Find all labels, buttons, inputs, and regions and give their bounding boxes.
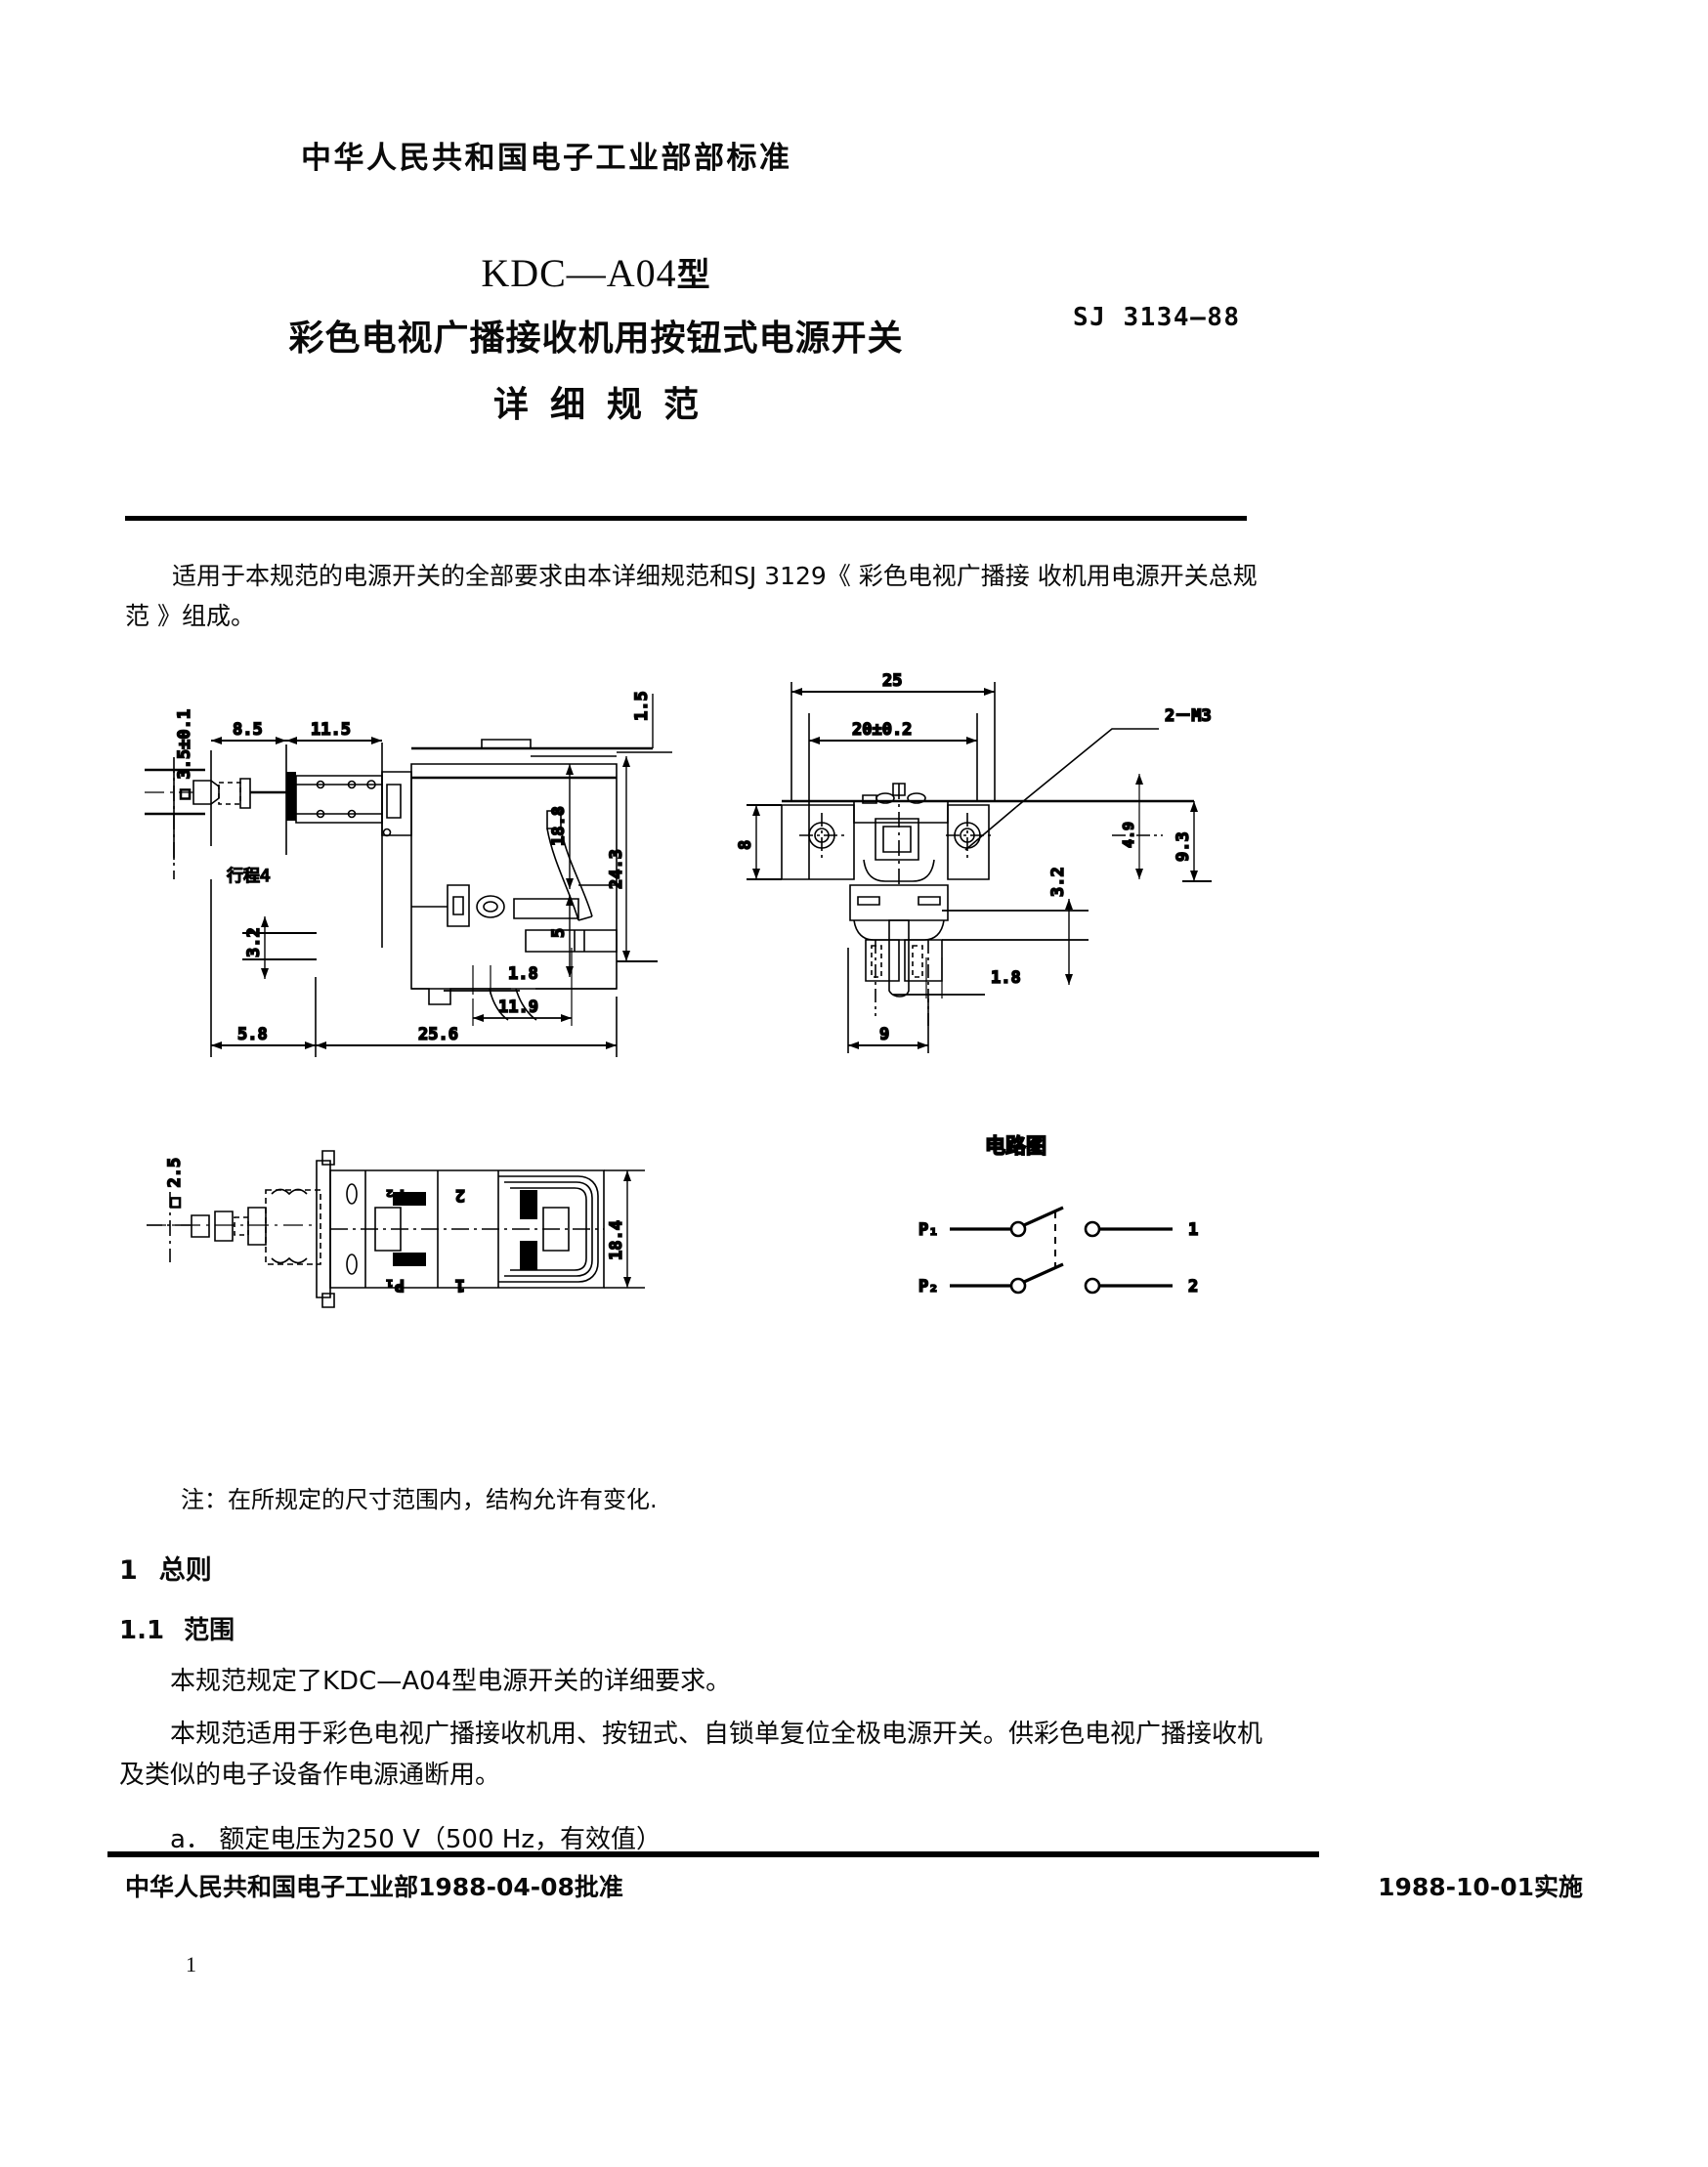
- dim-1-8-fig1: 1.8: [508, 964, 538, 984]
- document-title-main: 彩色电视广播接收机用按钮式电源开关: [288, 319, 904, 359]
- title-block: KDC—A04型 彩色电视广播接收机用按钮式电源开关 详细规范: [176, 249, 1016, 427]
- figure-front-elevation: 25 20±0.2 2－M3: [735, 670, 1213, 1053]
- technical-drawing-svg: □ 3.5±0.1 8.5: [145, 670, 1213, 1308]
- dim-4-9: 4.9: [1120, 822, 1137, 848]
- drawing-note: 注：在所规定的尺寸范围内，结构允许有变化.: [181, 1486, 658, 1513]
- footer-effective-date: 1988-10-01实施: [1378, 1873, 1583, 1901]
- dim-5: 5: [549, 928, 569, 938]
- dim-3-2-fig1: 3.2: [244, 927, 264, 957]
- figure-side-elevation: □ 3.5±0.1 8.5: [145, 690, 672, 1057]
- model-suffix: 型: [676, 256, 711, 295]
- dim-11-5: 11.5: [311, 720, 351, 740]
- circuit-input-p1: P₁: [918, 1220, 938, 1240]
- terminal-label-p2: P₂: [385, 1185, 405, 1205]
- dim-11-9: 11.9: [498, 998, 538, 1017]
- circuit-output-1: 1: [1188, 1220, 1198, 1240]
- document-title-sub: 详细规范: [492, 385, 720, 425]
- dim-8-5: 8.5: [233, 720, 263, 740]
- body-paragraph-1: 本规范规定了KDC—A04型电源开关的详细要求。: [170, 1667, 732, 1696]
- dim-square-shaft-2: □ 2.5: [165, 1158, 185, 1208]
- section-1-1-number: 1.1: [119, 1616, 165, 1645]
- dim-travel-label: 行程4: [227, 867, 271, 886]
- dim-8: 8: [736, 840, 755, 850]
- section-1-1-title: 范围: [184, 1616, 235, 1645]
- dim-square-shaft-1: □ 3.5±0.1: [175, 709, 194, 799]
- dim-18-8: 18.8: [549, 806, 569, 846]
- dim-1-5: 1.5: [632, 691, 652, 721]
- page-number: 1: [186, 1952, 196, 1976]
- footer-divider-rule: [107, 1851, 1319, 1857]
- figure-circuit-diagram: 电路图 P₁ 1 P₂ 2: [918, 1133, 1199, 1297]
- section-heading-1-1: 1.1 范围: [119, 1610, 235, 1646]
- terminal-label-p1: P₁: [385, 1275, 405, 1295]
- dim-25-6: 25.6: [418, 1025, 458, 1044]
- figure-plan-view: □ 2.5: [147, 1150, 645, 1308]
- standard-number: SJ 3134—88: [1073, 303, 1241, 332]
- header-divider-rule: [125, 516, 1247, 521]
- intro-paragraph: 适用于本规范的电源开关的全部要求由本详细规范和SJ 3129《 彩色电视广播接 …: [125, 562, 1258, 630]
- dim-25: 25: [882, 671, 902, 691]
- dim-24-3: 24.3: [607, 849, 626, 889]
- body-paragraph-3-item-a: a． 额定电压为250 V（500 Hz，有效值）: [170, 1825, 662, 1854]
- circuit-output-2: 2: [1188, 1277, 1198, 1296]
- section-1-title: 总则: [158, 1555, 212, 1586]
- dim-1-8-fig2: 1.8: [991, 968, 1021, 988]
- technical-drawings-area: □ 3.5±0.1 8.5: [125, 655, 1259, 1426]
- dim-3-2-fig2: 3.2: [1048, 867, 1068, 897]
- dim-9-3: 9.3: [1174, 831, 1193, 862]
- footer-approval-text: 中华人民共和国电子工业部1988-04-08批准: [125, 1873, 623, 1901]
- document-title-model: KDC—A04型: [176, 249, 1016, 298]
- terminal-label-1: 1: [455, 1275, 465, 1295]
- dim-9: 9: [879, 1025, 889, 1044]
- circuit-input-p2: P₂: [918, 1277, 938, 1296]
- dim-2-m3: 2－M3: [1165, 706, 1212, 726]
- dim-20: 20±0.2: [852, 720, 912, 740]
- terminal-label-2: 2: [455, 1185, 465, 1205]
- section-1-number: 1: [119, 1555, 138, 1586]
- dim-18-4: 18.4: [607, 1220, 626, 1260]
- model-code: KDC—A04: [481, 251, 677, 295]
- dim-5-8: 5.8: [237, 1025, 268, 1044]
- department-standard-header: 中华人民共和国电子工业部部标准: [301, 141, 792, 176]
- circuit-diagram-title: 电路图: [985, 1134, 1046, 1158]
- section-heading-1: 1 总则: [119, 1549, 212, 1587]
- body-paragraph-2: 本规范适用于彩色电视广播接收机用、按钮式、自锁单复位全极电源开关。供彩色电视广播…: [119, 1720, 1263, 1791]
